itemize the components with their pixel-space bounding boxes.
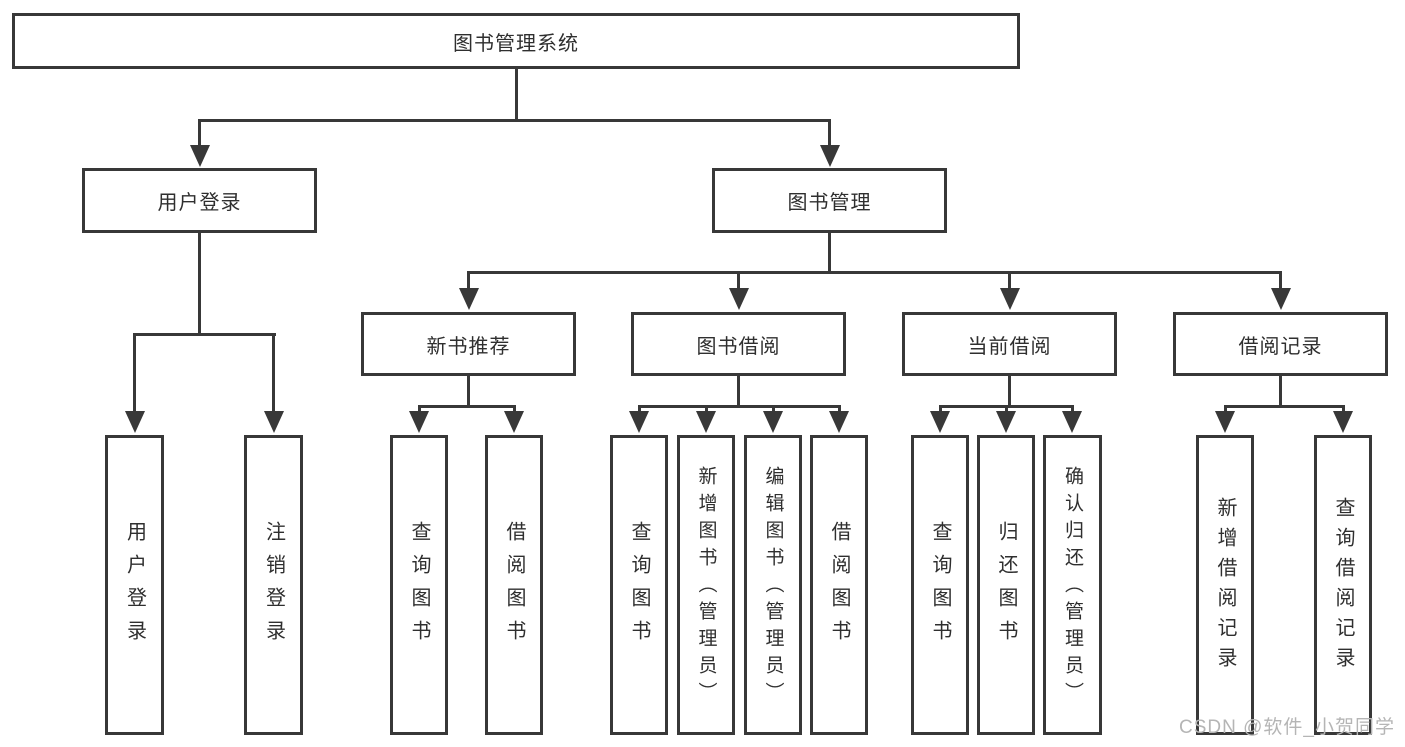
connector-line (828, 119, 831, 149)
connector-line (467, 271, 1282, 274)
connector-line (938, 405, 942, 415)
connector-line (417, 405, 421, 415)
connector-line (1070, 405, 1074, 415)
node-leaf-query-book-1: 查询图书 (390, 435, 448, 735)
connector-line (198, 119, 201, 149)
arrow-down-icon (263, 411, 284, 433)
node-leaf-query-book-3: 查询图书 (911, 435, 969, 735)
connector-line (637, 405, 641, 415)
node-leaf-confirm-return-admin: 确认归还（管理员） (1043, 435, 1102, 735)
connector-line (1223, 405, 1227, 415)
arrow-down-icon (728, 288, 749, 310)
arrow-down-icon (124, 411, 145, 433)
node-leaf-user-login: 用户登录 (105, 435, 164, 735)
connector-line (1008, 374, 1011, 408)
node-leaf-borrow-book-2: 借阅图书 (810, 435, 868, 735)
connector-line (828, 231, 831, 273)
connector-line (737, 374, 740, 408)
connector-line (512, 405, 516, 415)
node-root: 图书管理系统 (12, 13, 1020, 69)
arrow-down-icon (629, 411, 649, 433)
arrow-down-icon (1270, 288, 1291, 310)
node-leaf-edit-book-admin: 编辑图书（管理员） (744, 435, 802, 735)
node-leaf-return-book: 归还图书 (977, 435, 1035, 735)
connector-line (467, 271, 470, 291)
watermark: CSDN @软件_小贺同学 (1179, 717, 1395, 738)
node-leaf-add-borrow-record: 新增借阅记录 (1196, 435, 1254, 735)
arrow-down-icon (504, 411, 524, 433)
connector-line (1341, 405, 1345, 415)
arrow-down-icon (763, 411, 783, 433)
arrow-down-icon (189, 145, 210, 167)
connector-line (133, 333, 136, 415)
connector-line (417, 405, 516, 408)
node-leaf-query-book-2: 查询图书 (610, 435, 668, 735)
connector-line (198, 231, 201, 335)
connector-line (1279, 374, 1282, 408)
connector-line (133, 333, 276, 336)
connector-line (1279, 271, 1282, 291)
arrow-down-icon (999, 288, 1020, 310)
connector-line (198, 119, 831, 122)
arrow-down-icon (930, 411, 950, 433)
node-new-book-recommend: 新书推荐 (361, 312, 576, 376)
node-current-borrow: 当前借阅 (902, 312, 1117, 376)
arrow-down-icon (996, 411, 1016, 433)
arrow-down-icon (1062, 411, 1082, 433)
node-book-management: 图书管理 (712, 168, 947, 233)
arrow-down-icon (696, 411, 716, 433)
connector-line (467, 374, 470, 408)
node-leaf-add-book-admin: 新增图书（管理员） (677, 435, 735, 735)
arrow-down-icon (829, 411, 849, 433)
connector-line (272, 333, 275, 415)
node-user-login: 用户登录 (82, 168, 317, 233)
arrow-down-icon (1215, 411, 1235, 433)
connector-line (1008, 271, 1011, 291)
node-leaf-query-borrow-record: 查询借阅记录 (1314, 435, 1372, 735)
arrow-down-icon (1333, 411, 1353, 433)
connector-line (737, 271, 740, 291)
arrow-down-icon (819, 145, 840, 167)
arrow-down-icon (409, 411, 429, 433)
connector-line (514, 66, 518, 121)
connector-line (771, 405, 775, 415)
connector-line (637, 405, 841, 408)
node-book-borrow: 图书借阅 (631, 312, 846, 376)
node-leaf-borrow-book-1: 借阅图书 (485, 435, 543, 735)
connector-line (1004, 405, 1008, 415)
connector-line (704, 405, 708, 415)
node-leaf-logout: 注销登录 (244, 435, 303, 735)
node-borrow-records: 借阅记录 (1173, 312, 1388, 376)
connector-line (837, 405, 841, 415)
connector-line (1223, 405, 1345, 408)
arrow-down-icon (458, 288, 479, 310)
